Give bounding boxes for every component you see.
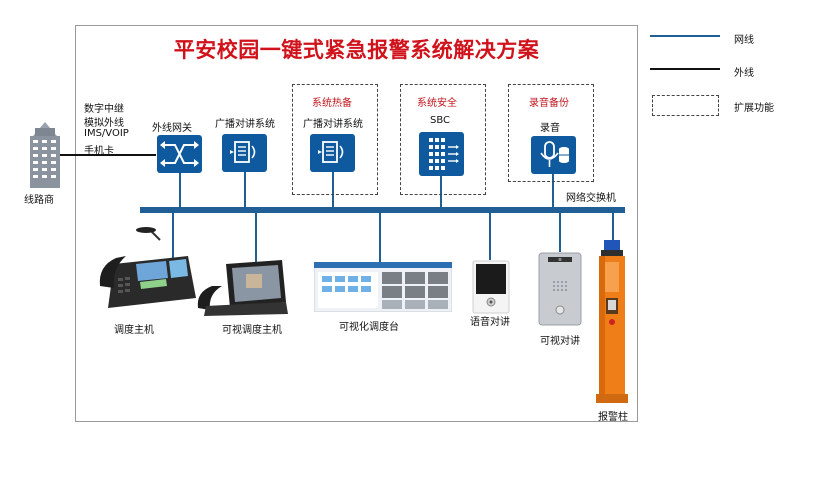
sbc-label: SBC <box>430 115 451 126</box>
recording-item-label: 录音 <box>540 123 560 134</box>
video-intercom-icon <box>538 252 582 326</box>
security-group-label: 系统安全 <box>417 98 457 109</box>
carrier-building-icon <box>30 122 60 188</box>
dispatch-host-label: 调度主机 <box>114 325 154 336</box>
hot-standby-group-label: 系统热备 <box>312 98 352 109</box>
legend-network-line-label: 网线 <box>734 35 754 46</box>
visual-dispatch-console-icon <box>314 262 452 312</box>
broadcast-system-icon <box>222 134 267 172</box>
trunk-line-analog: 模拟外线 <box>84 118 124 129</box>
legend-outside-line-label: 外线 <box>734 68 754 79</box>
gateway-icon <box>157 135 202 173</box>
legend-network-line-sample <box>650 35 720 37</box>
hot-standby-item-label: 广播对讲系统 <box>303 119 363 130</box>
alarm-post-label: 报警柱 <box>598 412 628 423</box>
trunk-line-voip: IMS/VOIP <box>84 128 129 139</box>
carrier-label: 线路商 <box>24 195 54 206</box>
legend-extension-label: 扩展功能 <box>734 103 774 114</box>
diagram-title: 平安校园一键式紧急报警系统解决方案 <box>173 38 540 62</box>
sbc-icon <box>419 132 464 176</box>
hot-standby-broadcast-icon <box>310 134 355 172</box>
alarm-post-icon <box>596 240 628 403</box>
network-switch-label: 网络交换机 <box>566 193 616 204</box>
video-dispatch-phone-icon <box>197 260 288 316</box>
legend-extension-sample <box>652 95 719 116</box>
diagram-frame <box>75 25 638 422</box>
network-switch-bus <box>140 207 625 213</box>
recording-extension-box <box>508 84 594 182</box>
trunk-line-digital: 数字中继 <box>84 104 124 115</box>
broadcast-label: 广播对讲系统 <box>215 119 275 130</box>
recording-group-label: 录音备份 <box>529 98 569 109</box>
legend-outside-line-sample <box>650 68 720 70</box>
dispatch-host-phone-icon <box>99 227 196 308</box>
hot-standby-extension-box <box>292 84 378 195</box>
trunk-line-mobile: 手机卡 <box>84 146 114 157</box>
visual-dispatch-console-label: 可视化调度台 <box>339 322 399 333</box>
gateway-label: 外线网关 <box>152 123 192 134</box>
video-dispatch-host-label: 可视调度主机 <box>222 325 282 336</box>
video-intercom-label: 可视对讲 <box>540 336 580 347</box>
security-extension-box <box>400 84 486 195</box>
voice-intercom-label: 语音对讲 <box>470 317 510 328</box>
recording-icon <box>531 136 576 174</box>
voice-intercom-icon <box>472 260 510 314</box>
